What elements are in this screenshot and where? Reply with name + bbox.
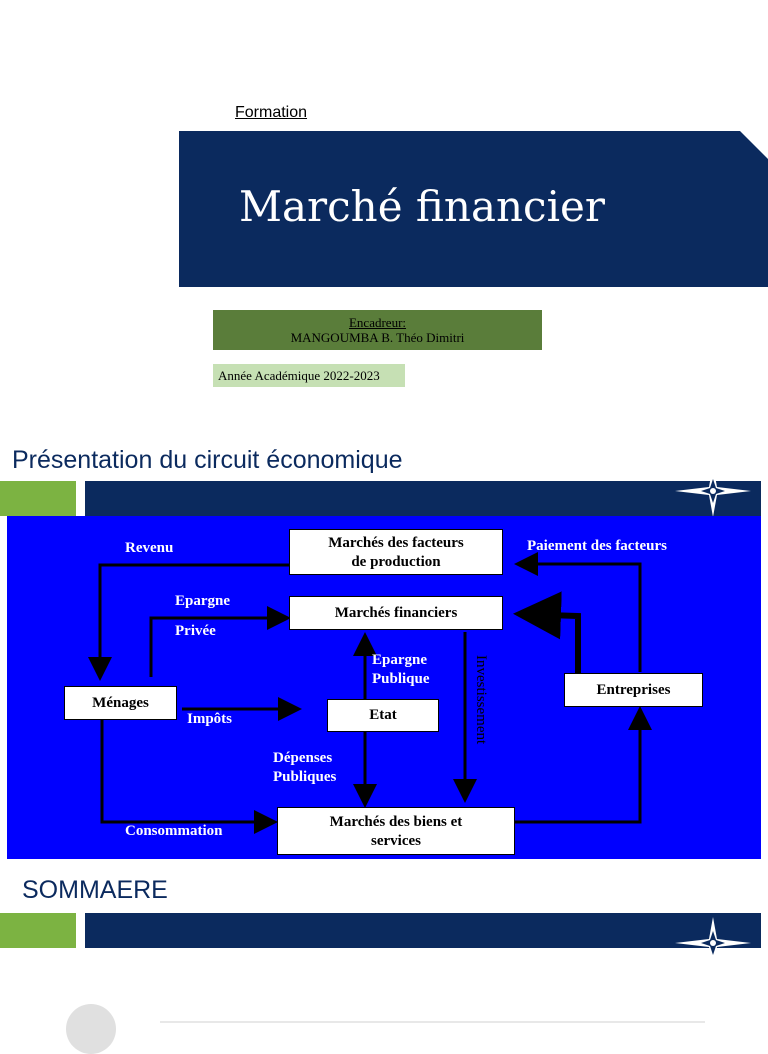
formation-label: Formation [235,104,308,121]
label-private-savings-2: Privée [175,623,216,639]
economic-circuit-diagram: Marchés des facteurs de production March… [7,516,761,859]
supervisor-box: Encadreur: MANGOUMBA B. Théo Dimitri [213,310,542,350]
compass-star-icon [675,465,751,517]
section-bar-2 [85,913,761,948]
academic-year: Année Académique 2022-2023 [213,364,405,387]
enterprises-box: Entreprises [564,673,703,707]
goods-market-line1: Marchés des biens et [329,814,463,830]
supervisor-label: Encadreur: [348,315,407,330]
label-consumption: Consommation [125,823,223,839]
label-private-savings-1: Epargne [175,593,231,609]
factors-market-line1: Marchés des facteurs [328,535,464,551]
section-bar [85,481,761,516]
goods-market-line2: services [371,833,421,849]
label-public-savings-2: Publique [372,671,430,687]
section-accent-block-2 [0,913,76,948]
section-accent-block [0,481,76,516]
section-title-circuit: Présentation du circuit économique [12,446,403,474]
factors-market-box: Marchés des facteurs de production [289,529,503,575]
label-taxes: Impôts [187,711,233,727]
label-factor-payment: Paiement des facteurs [527,538,667,554]
title-banner [179,131,768,287]
label-public-savings-1: Epargne [372,652,428,668]
page-title: Marché financier [239,182,605,231]
compass-star-icon [675,917,751,969]
label-public-spending-1: Dépenses [273,750,333,766]
label-investment: Investissement [473,655,489,745]
households-box: Ménages [64,686,177,720]
supervisor-name: MANGOUMBA B. Théo Dimitri [290,330,465,345]
goods-market-box: Marchés des biens et services [277,807,515,855]
factors-market-line2: de production [351,554,441,570]
section-title-summary: SOMMAERE [22,876,168,904]
diagram-arrows [88,552,652,834]
divider [160,1021,705,1023]
label-public-spending-2: Publiques [273,769,337,785]
title-banner-corner [740,131,768,159]
state-box: Etat [327,699,439,732]
bullet-circle [66,1004,116,1054]
label-revenue: Revenu [125,540,174,556]
financial-markets-box: Marchés financiers [289,596,503,630]
